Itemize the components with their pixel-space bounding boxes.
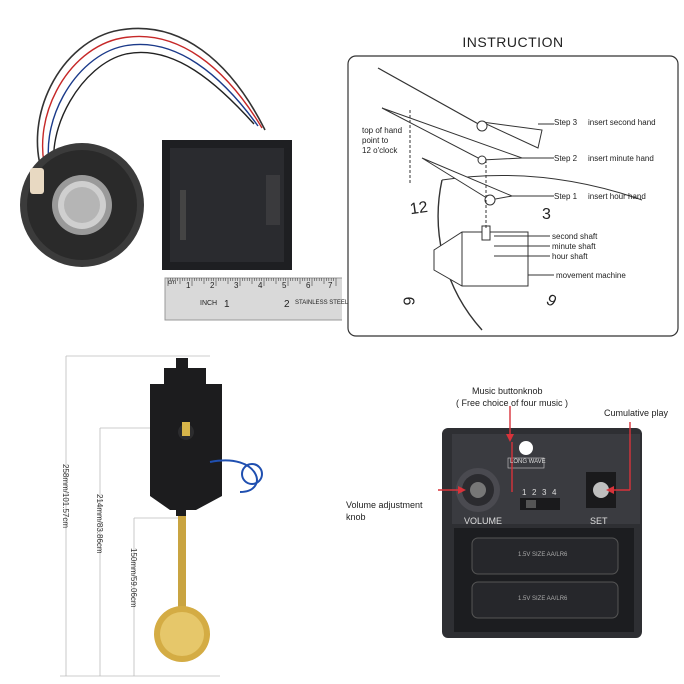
pendulum-panel: 258mm/101.57cm 214mm/83.86cm 150mm/59.06… <box>0 342 342 684</box>
ruler-inch-label: INCH <box>200 300 218 307</box>
pendulum-movement <box>150 358 263 510</box>
clock-num-3: 3 <box>542 206 551 223</box>
step2-text: insert minute hand <box>588 154 654 163</box>
set-print: SET <box>590 516 608 526</box>
brand-print: LONG WAVE <box>510 459 546 465</box>
volume-adjust-label: Volume adjustment <box>346 500 423 510</box>
second-shaft-label: second shaft <box>552 232 598 241</box>
hour-shaft-label: hour shaft <box>552 252 588 261</box>
music-box-panel: Music buttonknob ( Free choice of four m… <box>342 342 684 684</box>
dim-258: 258mm/101.57cm <box>61 464 70 529</box>
product-photo-panel: INCH STAINLESS STEEL cm 1 2 3 4 5 6 7 1 … <box>0 0 348 342</box>
step1-label: Step 1 <box>554 192 578 201</box>
speaker-box-illustration <box>20 27 342 321</box>
instruction-title: INSTRUCTION <box>462 34 564 50</box>
switch-num-4: 4 <box>552 488 557 497</box>
minute-shaft-label: minute shaft <box>552 242 596 251</box>
pendulum-rod <box>154 508 210 662</box>
ruler-stainless-label: STAINLESS STEEL <box>295 300 349 306</box>
dim-150: 150mm/59.06cm <box>129 548 138 608</box>
step3-text: insert second hand <box>588 118 656 127</box>
switch-num-1: 1 <box>522 488 527 497</box>
movement-label: movement machine <box>556 271 626 280</box>
music-box <box>162 140 292 270</box>
switch-num-2: 2 <box>532 488 537 497</box>
step3-label: Step 3 <box>554 118 578 127</box>
clock-num-9: 9 <box>401 296 419 306</box>
volume-adjust-label-2: knob <box>346 512 366 522</box>
instruction-panel: INSTRUCTION top of hand point to 12 o'cl… <box>342 0 684 342</box>
ruler-num-5: 5 <box>282 281 287 290</box>
ruler-num-6: 6 <box>306 281 311 290</box>
step2-label: Step 2 <box>554 154 578 163</box>
top-note-1: top of hand <box>362 126 403 135</box>
volume-print: VOLUME <box>464 516 503 526</box>
ruler-num-3: 3 <box>234 281 239 290</box>
battery-print-2: 1.5V SIZE AA/LR6 <box>518 596 568 602</box>
ruler-num-1: 1 <box>186 281 191 290</box>
ruler-cm-label: cm <box>168 280 176 286</box>
music-knob-sub: ( Free choice of four music ) <box>456 398 569 408</box>
music-box-illustration <box>438 406 642 638</box>
ruler-inch-2: 2 <box>284 299 290 310</box>
speaker <box>20 143 144 267</box>
ruler-num-7: 7 <box>328 281 333 290</box>
switch-num-3: 3 <box>542 488 547 497</box>
pendulum-illustration <box>60 355 263 677</box>
battery-print-1: 1.5V SIZE AA/LR6 <box>518 552 568 558</box>
instruction-diagram <box>347 55 679 337</box>
top-note-3: 12 o'clock <box>362 146 398 155</box>
ruler-inch-1: 1 <box>224 299 230 310</box>
step1-text: insert hour hand <box>588 192 646 201</box>
music-knob-label: Music buttonknob <box>472 386 543 396</box>
ruler <box>164 277 342 321</box>
dim-214: 214mm/83.86cm <box>95 494 104 554</box>
cumulative-play-label: Cumulative play <box>604 408 669 418</box>
top-note-2: point to <box>362 136 389 145</box>
clock-num-12: 12 <box>408 198 429 219</box>
ruler-num-4: 4 <box>258 281 263 290</box>
ruler-num-2: 2 <box>210 281 215 290</box>
